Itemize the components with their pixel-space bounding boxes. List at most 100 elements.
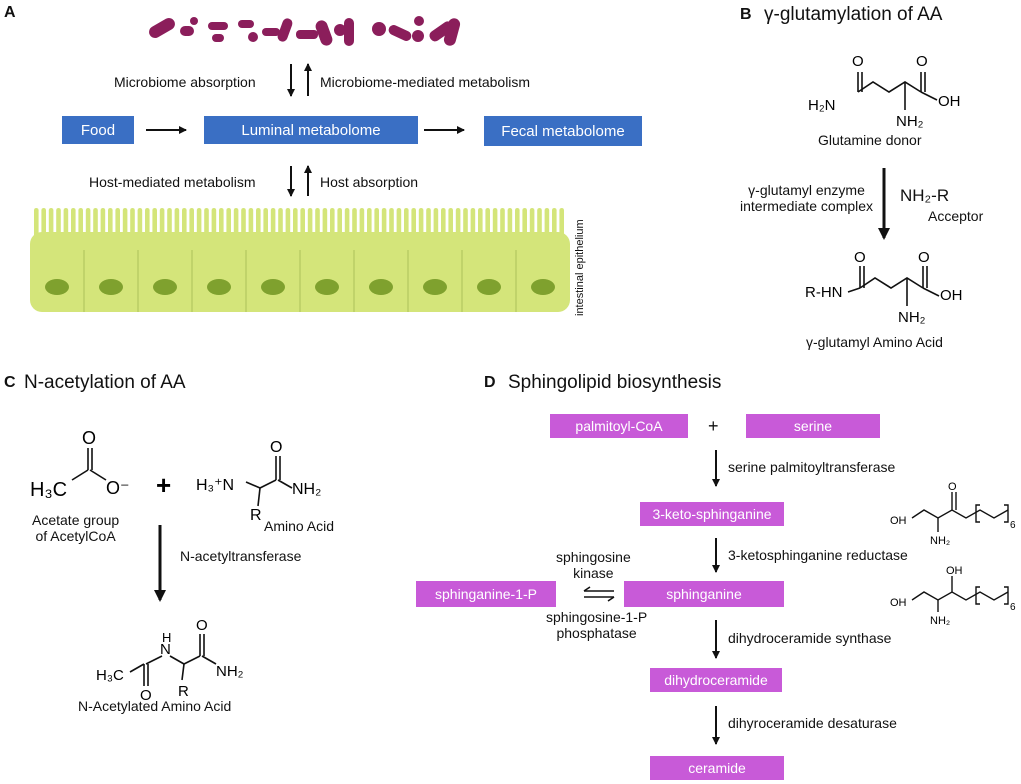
chem-nh2: NH₂ <box>292 481 321 498</box>
bacterium <box>372 22 386 36</box>
panel-b-title: γ-glutamylation of AA <box>764 4 943 25</box>
villus <box>470 208 476 238</box>
villus <box>381 208 387 238</box>
villus <box>544 208 550 238</box>
dihydroceramide-box: dihydroceramide <box>650 668 782 692</box>
chem-nh2: NH₂ <box>930 535 950 547</box>
villus <box>34 208 39 238</box>
villus <box>367 208 372 238</box>
chem-n: N <box>160 641 171 658</box>
chem-o: O <box>852 53 864 70</box>
villus <box>411 208 416 238</box>
bacteria-cluster <box>149 16 461 46</box>
villus <box>522 208 527 238</box>
villus <box>167 208 172 238</box>
villus <box>500 208 505 238</box>
chem-nh2: NH₂ <box>930 615 950 627</box>
chem-nh2: NH₂ <box>896 113 924 130</box>
chem-six: 6 <box>1010 520 1016 531</box>
villus <box>293 208 298 238</box>
n-acetyltransferase-label: N-acetyltransferase <box>180 548 302 564</box>
villus <box>396 208 402 238</box>
villus <box>56 208 61 238</box>
keto-sphinganine-box: 3-keto-sphinganine <box>640 502 784 526</box>
villus <box>559 208 564 238</box>
panel-b-letter: B <box>740 6 752 23</box>
host-absorption-label: Host absorption <box>320 174 419 190</box>
villus <box>256 208 261 238</box>
villus <box>241 208 246 238</box>
villus <box>300 208 305 238</box>
panel-d-title: Sphingolipid biosynthesis <box>508 372 722 393</box>
villus <box>485 208 490 238</box>
cell-nucleus <box>531 279 555 295</box>
palmitoyl-coa-box: palmitoyl-CoA <box>550 414 688 438</box>
bacterium <box>277 18 293 42</box>
villus <box>529 208 535 238</box>
ceramide-box: ceramide <box>650 756 784 780</box>
villus <box>330 208 335 238</box>
acceptor-formula: NH₂-R <box>900 186 950 205</box>
villus <box>174 208 180 238</box>
bacterium <box>388 25 412 41</box>
cell-nucleus <box>45 279 69 295</box>
enzyme3-label: dihydroceramide synthase <box>728 630 892 646</box>
villus <box>159 208 165 238</box>
chem-h3c: H₃C <box>30 479 67 501</box>
cell-nucleus <box>99 279 123 295</box>
villus <box>270 208 276 238</box>
n-acetylated-structure <box>129 634 217 686</box>
bacterium <box>412 30 424 42</box>
glutamine-structure <box>857 72 938 110</box>
chem-nh2: NH₂ <box>216 663 244 680</box>
panel-c-letter: C <box>4 374 16 391</box>
villus <box>41 208 46 238</box>
enzyme4-label: dihyroceramide desaturase <box>728 715 897 731</box>
plus-sign-d: + <box>708 416 719 436</box>
villus <box>515 208 520 238</box>
villus <box>337 208 342 238</box>
villus <box>196 208 202 238</box>
villus <box>492 208 498 238</box>
enzyme2-label: 3-ketosphinganine reductase <box>728 547 908 563</box>
villus <box>189 208 194 238</box>
chem-oh: OH <box>940 287 963 304</box>
bacterium <box>262 28 280 36</box>
villus <box>463 208 468 238</box>
fecal-metabolome-box: Fecal metabolome <box>484 116 642 146</box>
villus <box>145 208 150 238</box>
keto-sphinganine-structure <box>911 492 1009 532</box>
chem-oh: OH <box>938 93 961 110</box>
chem-nh2: NH₂ <box>898 309 926 326</box>
villus <box>455 208 461 238</box>
cell-nucleus <box>153 279 177 295</box>
bacterium <box>344 18 354 46</box>
cell-nucleus <box>207 279 231 295</box>
panel-d-letter: D <box>484 374 496 391</box>
villus <box>537 208 542 238</box>
equilibrium-arrows <box>583 586 615 602</box>
villus <box>78 208 83 238</box>
chem-oh: OH <box>890 515 907 527</box>
bacterium <box>248 32 258 42</box>
chem-o: O <box>916 53 928 70</box>
gamma-glutamyl-product-label: γ-glutamyl Amino Acid <box>806 334 943 350</box>
villus <box>507 208 513 238</box>
villus <box>352 208 357 238</box>
sphingosine-kinase-label: sphingosine kinase <box>556 549 631 581</box>
food-box: Food <box>62 116 134 144</box>
villus <box>359 208 365 238</box>
villus <box>307 208 313 238</box>
chem-h: H <box>162 630 171 645</box>
panel-c-title: N-acetylation of AA <box>24 372 186 393</box>
villus <box>478 208 483 238</box>
bacterium <box>443 18 461 46</box>
villus <box>404 208 409 238</box>
cell-nucleus <box>423 279 447 295</box>
enzyme1-label: serine palmitoyltransferase <box>728 459 896 475</box>
villus <box>315 208 320 238</box>
villus <box>115 208 120 238</box>
villus <box>322 208 328 238</box>
bacterium <box>296 30 318 39</box>
